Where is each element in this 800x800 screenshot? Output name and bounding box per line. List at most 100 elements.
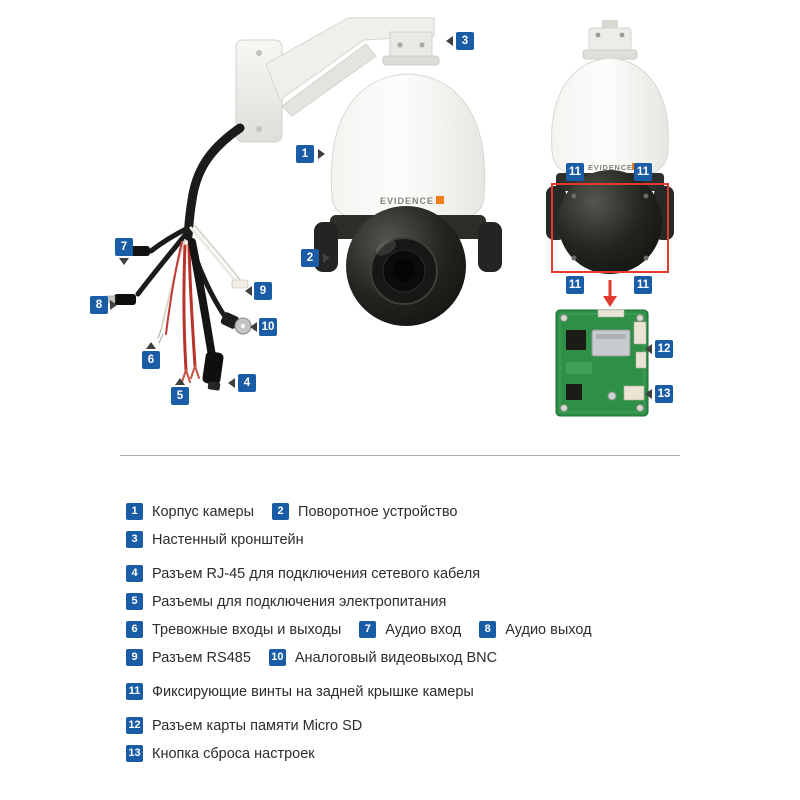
callout-pointer-2	[323, 253, 330, 263]
legend-row: 5 Разъемы для подключения электропитания	[126, 593, 706, 610]
legend-badge-4: 4	[126, 565, 143, 582]
callout-pointer-13	[645, 389, 652, 399]
divider	[120, 455, 680, 456]
legend-label-10: Аналоговый видеовыход BNC	[294, 649, 498, 666]
callout-pointer-12	[645, 344, 652, 354]
rs485-connector	[231, 279, 249, 289]
legend-row: 6 Тревожные входы и выходы 7 Аудио вход …	[126, 621, 706, 638]
legend-badge-8: 8	[479, 621, 497, 638]
legend-item-10: 10 Аналоговый видеовыход BNC	[268, 649, 498, 666]
legend-label-4: Разъем RJ-45 для подключения сетевого ка…	[152, 565, 481, 582]
legend-badge-10: 10	[268, 649, 286, 666]
legend-label-9: Разъем RS485	[152, 649, 251, 666]
callout-pointer-3	[446, 36, 453, 46]
legend-row: 4 Разъем RJ-45 для подключения сетевого …	[126, 565, 706, 582]
highlight-frame	[551, 183, 669, 273]
callout-pointer-7	[119, 258, 129, 265]
legend-row: 13 Кнопка сброса настроек	[126, 745, 706, 762]
legend-badge-3: 3	[126, 531, 143, 548]
legend-label-5: Разъемы для подключения электропитания	[152, 593, 447, 610]
camera-lens	[393, 260, 415, 282]
callout-badge-8: 8	[90, 296, 108, 314]
legend-item-5: 5 Разъемы для подключения электропитания	[126, 593, 446, 610]
legend-row: 1 Корпус камеры 2 Поворотное устройство	[126, 503, 706, 520]
legend-label-11: Фиксирующие винты на задней крышке камер…	[152, 683, 474, 700]
legend-badge-5: 5	[126, 593, 143, 610]
rear-camera: EVIDENCE	[546, 20, 674, 307]
reset-button	[623, 385, 645, 401]
legend-badge-2: 2	[272, 503, 290, 520]
cables	[105, 123, 252, 391]
legend-badge-1: 1	[126, 503, 143, 520]
legend-badge-12: 12	[126, 717, 143, 734]
legend-label-12: Разъем карты памяти Micro SD	[152, 717, 363, 734]
legend-item-7: 7 Аудио вход	[359, 621, 461, 638]
callout-badge-9: 9	[254, 282, 272, 300]
legend-badge-11: 11	[126, 683, 143, 700]
legend-badge-6: 6	[126, 621, 143, 638]
legend-item-8: 8 Аудио выход	[479, 621, 592, 638]
callout-badge-11-bottom-right: 11	[634, 276, 652, 294]
callout-pointer-9	[245, 286, 252, 296]
brand-logo-mark	[436, 196, 444, 204]
legend-row: 11 Фиксирующие винты на задней крышке ка…	[126, 683, 706, 700]
callout-badge-5: 5	[171, 387, 189, 405]
legend-label-3: Настенный кронштейн	[152, 531, 304, 548]
callout-badge-11-top-left: 11	[566, 163, 584, 181]
callout-badge-2: 2	[301, 249, 319, 267]
legend-item-1: 1 Корпус камеры	[126, 503, 254, 520]
callout-badge-10: 10	[259, 318, 277, 336]
legend-label-6: Тревожные входы и выходы	[152, 621, 342, 638]
illustration-svg: EVIDENCE	[105, 17, 674, 417]
legend-label-8: Аудио выход	[505, 621, 592, 638]
callout-pointer-5	[175, 378, 185, 385]
power-terminals	[190, 365, 200, 379]
pcb-chip	[566, 330, 586, 350]
callout-badge-13: 13	[655, 385, 673, 403]
callout-pointer-1	[318, 149, 325, 159]
legend-item-12: 12 Разъем карты памяти Micro SD	[126, 717, 362, 734]
legend-item-13: 13 Кнопка сброса настроек	[126, 745, 315, 762]
alarm-wires	[157, 329, 164, 344]
legend-label-1: Корпус камеры	[152, 503, 255, 520]
legend-row: 9 Разъем RS485 10 Аналоговый видеовыход …	[126, 649, 706, 666]
legend-item-2: 2 Поворотное устройство	[272, 503, 457, 520]
legend: 1 Корпус камеры 2 Поворотное устройство …	[126, 503, 706, 773]
legend-badge-7: 7	[359, 621, 377, 638]
callout-badge-1: 1	[296, 145, 314, 163]
legend-label-13: Кнопка сброса настроек	[152, 745, 315, 762]
wall-bracket	[235, 17, 440, 143]
fixing-screw	[643, 255, 649, 261]
legend-badge-13: 13	[126, 745, 143, 762]
camera-illustration: EVIDENCE	[90, 17, 674, 417]
brand-logo-text-rear: EVIDENCE	[588, 163, 633, 172]
callout-pointer-10	[250, 322, 257, 332]
brand-logo-text: EVIDENCE	[380, 196, 434, 206]
callout-badge-6: 6	[142, 351, 160, 369]
legend-label-2: Поворотное устройство	[298, 503, 458, 520]
callout-badge-3: 3	[456, 32, 474, 50]
rj45-connector	[202, 351, 224, 385]
rear-cover-sphere	[558, 170, 662, 274]
callout-badge-11-top-right: 11	[634, 163, 652, 181]
callout-pointer-6	[146, 342, 156, 349]
micro-sd-slot	[591, 329, 631, 357]
camera-body: EVIDENCE	[314, 73, 502, 326]
callout-pointer-4	[228, 378, 235, 388]
callout-badge-7: 7	[115, 238, 133, 256]
callout-badge-12: 12	[655, 340, 673, 358]
fixing-screw	[643, 193, 649, 199]
legend-item-3: 3 Настенный кронштейн	[126, 531, 304, 548]
audio-out-connector	[114, 294, 136, 305]
callout-badge-11-bottom-left: 11	[566, 276, 584, 294]
fixing-screw	[571, 193, 577, 199]
legend-badge-9: 9	[126, 649, 143, 666]
callout-pointer-8	[110, 300, 117, 310]
legend-row: 3 Настенный кронштейн	[126, 531, 706, 548]
legend-item-11: 11 Фиксирующие винты на задней крышке ка…	[126, 683, 474, 700]
callout-badge-4: 4	[238, 374, 256, 392]
pcb-board	[555, 309, 649, 417]
legend-item-6: 6 Тревожные входы и выходы	[126, 621, 341, 638]
legend-label-7: Аудио вход	[385, 621, 462, 638]
